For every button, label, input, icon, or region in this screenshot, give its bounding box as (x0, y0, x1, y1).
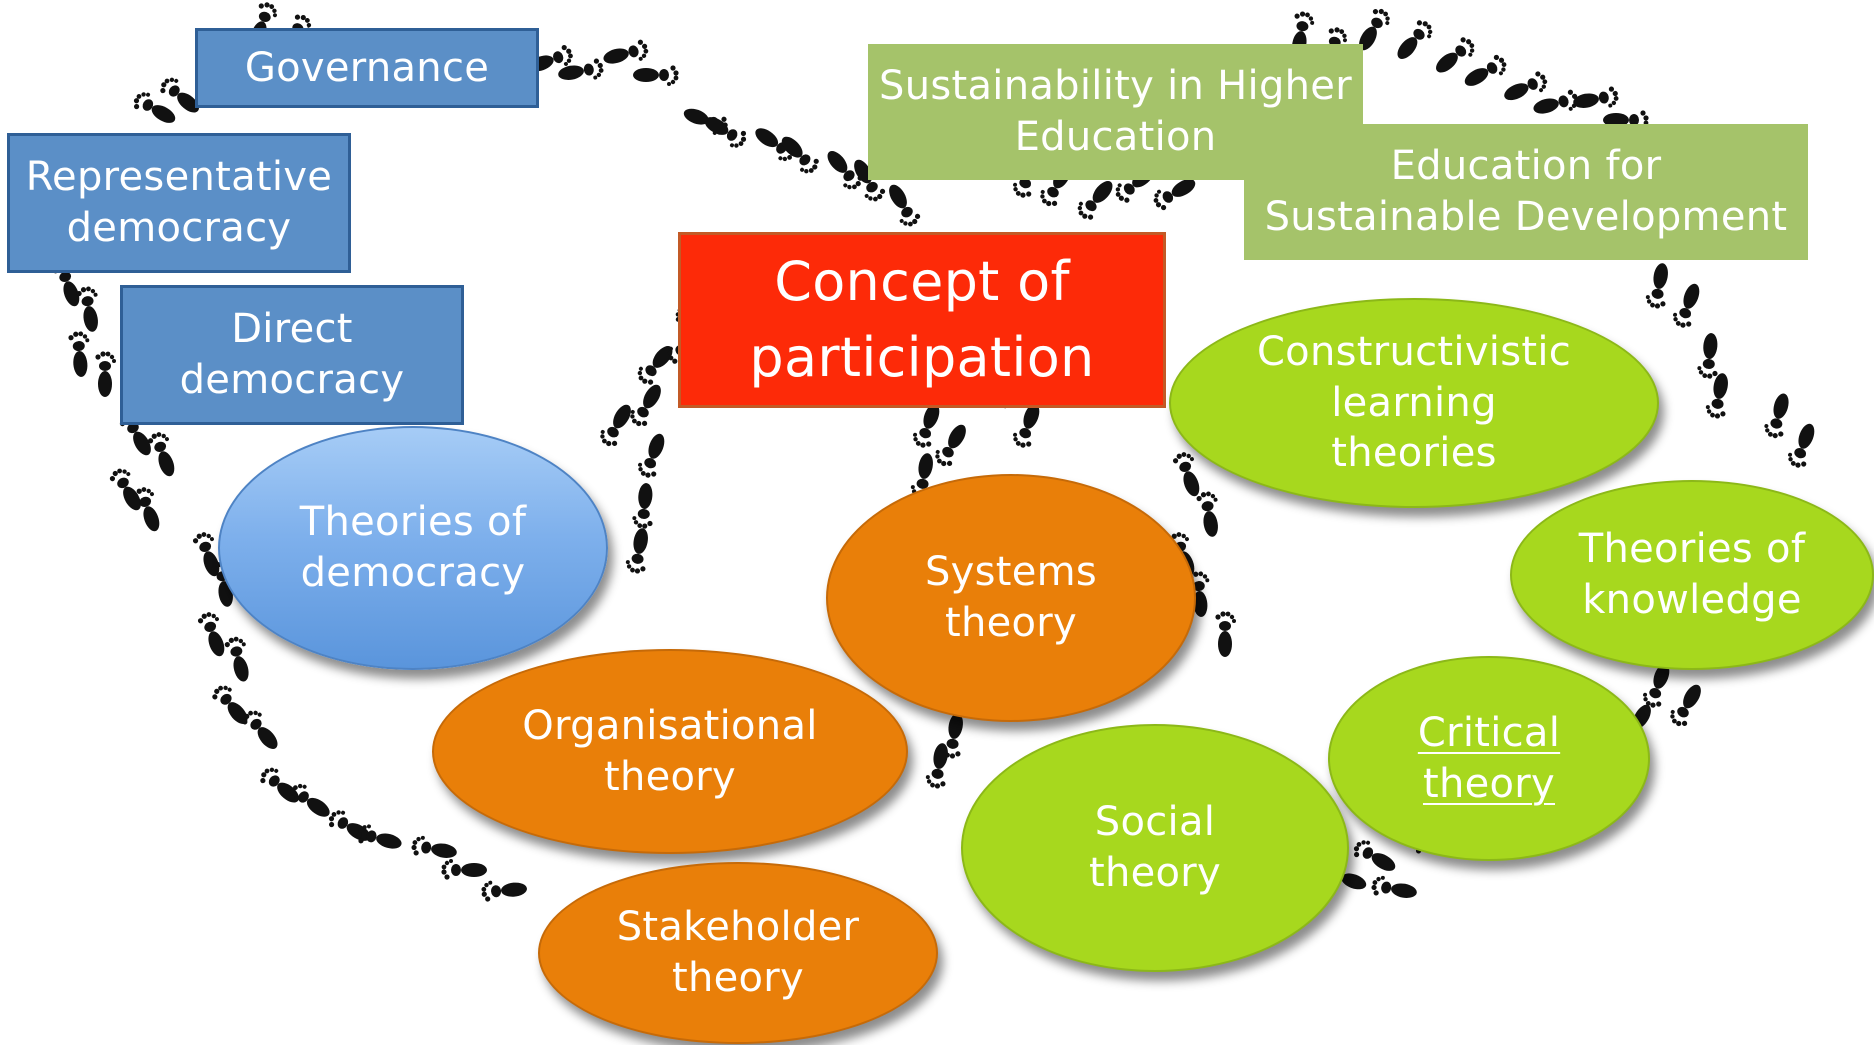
systems-theory-ellipse: Systems theory (826, 474, 1196, 722)
footprint-icon (1171, 449, 1207, 500)
stakeholder-theory-ellipse: Stakeholder theory (538, 862, 938, 1044)
footprint-icon (146, 429, 182, 480)
footprint-icon (1370, 874, 1419, 903)
social-theory-ellipse: Social theory (961, 724, 1349, 972)
footprint-icon (775, 131, 823, 179)
footprint-icon (223, 634, 256, 684)
theories-of-knowledge-ellipse: Theories of knowledge (1510, 480, 1874, 670)
footprint-icon (1350, 836, 1401, 877)
footprint-icon (95, 351, 116, 397)
footprint-icon (601, 38, 651, 71)
footprint-icon (1531, 88, 1581, 121)
critical-theory-link[interactable]: Critical theory (1417, 709, 1561, 807)
constructivistic-learning-theories-ellipse: Constructivistic learning theories (1169, 298, 1659, 508)
footprint-icon (75, 284, 104, 334)
footprint-icon (1391, 16, 1437, 66)
footprint-icon (626, 379, 667, 430)
footprint-icon (1696, 332, 1722, 380)
footprint-icon (624, 526, 653, 575)
footprint-icon (441, 859, 487, 880)
footprint-icon (1666, 679, 1707, 730)
footprint-icon (924, 741, 953, 790)
footprint-icon (67, 330, 93, 378)
footprint-icon (1571, 85, 1621, 114)
footprint-icon (596, 399, 637, 450)
footprint-icon (480, 877, 528, 903)
critical-theory-ellipse: Critical theory (1328, 656, 1650, 861)
footprint-icon (410, 834, 459, 863)
footprint-icon (256, 763, 306, 809)
footprint-icon (209, 681, 255, 730)
footprint-icon (239, 706, 285, 755)
concept-of-participation-box: Concept of participation (678, 232, 1166, 408)
footprint-icon (1669, 280, 1705, 331)
footprint-icon (1704, 371, 1733, 420)
footprint-icon (556, 57, 606, 86)
theories-of-democracy-ellipse: Theories of democracy (218, 426, 608, 670)
footprint-icon (1195, 489, 1224, 539)
footprint-icon (1073, 174, 1119, 224)
footprint-icon (1215, 611, 1236, 657)
footprint-icon (1761, 390, 1794, 441)
footprint-icon (1644, 261, 1673, 310)
governance-box: Governance (195, 28, 539, 108)
footprint-icon (634, 430, 670, 481)
organisational-theory-ellipse: Organisational theory (432, 649, 908, 854)
footprint-icon (633, 65, 679, 86)
footprint-icon (931, 419, 972, 470)
footprint-icon (1460, 52, 1511, 94)
footprint-icon (631, 482, 657, 530)
sustainability-higher-education-box: Sustainability in Higher Education (868, 44, 1363, 180)
direct-democracy-box: Direct democracy (120, 285, 464, 425)
footprint-icon (881, 180, 923, 231)
footprint-icon (1784, 420, 1820, 471)
education-sustainable-development-box: Education for Sustainable Development (1244, 124, 1808, 260)
footprint-icon (196, 609, 232, 660)
representative-democracy-box: Representative democracy (7, 133, 351, 273)
